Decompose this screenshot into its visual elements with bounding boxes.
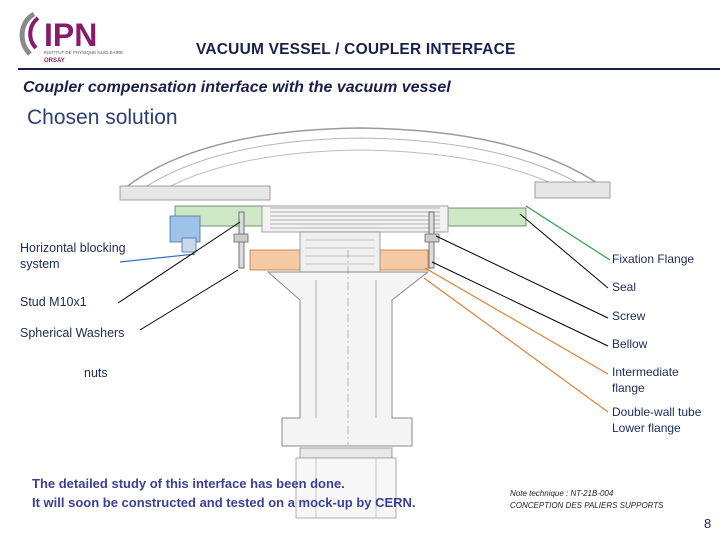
label-horizontal-blocking: Horizontal blocking system bbox=[20, 240, 126, 272]
conclusion-line2: It will soon be constructed and tested o… bbox=[32, 495, 416, 510]
label-spherical-washers: Spherical Washers bbox=[20, 326, 125, 340]
cad-section-view bbox=[117, 127, 611, 519]
label-stud: Stud M10x1 bbox=[20, 295, 87, 309]
label-horizontal-blocking-line1: Horizontal blocking bbox=[20, 241, 126, 255]
leader-intermediate-flange bbox=[424, 267, 609, 375]
leader-fixation-flange bbox=[525, 205, 611, 261]
label-double-wall-tube: Double-wall tube Lower flange bbox=[612, 404, 701, 436]
leader-bellow bbox=[431, 261, 609, 347]
conclusion-text: The detailed study of this interface has… bbox=[32, 474, 416, 512]
slide-subtitle: Coupler compensation interface with the … bbox=[23, 79, 451, 96]
leader-stud bbox=[117, 221, 241, 304]
slide-title: VACUUM VESSEL / COUPLER INTERFACE bbox=[196, 41, 516, 58]
ipn-logo: IPN INSTITUT DE PHYSIQUE NUCLÉAIRE ORSAY bbox=[14, 8, 124, 64]
svg-text:INSTITUT DE PHYSIQUE NUCLÉAIRE: INSTITUT DE PHYSIQUE NUCLÉAIRE bbox=[44, 49, 123, 55]
label-intermediate-flange: Intermediate flange bbox=[612, 364, 679, 396]
note-line2: CONCEPTION DES PALIERS SUPPORTS bbox=[510, 501, 664, 510]
leader-seal bbox=[519, 213, 609, 289]
page-number: 8 bbox=[704, 516, 712, 531]
label-seal: Seal bbox=[612, 280, 637, 294]
label-intermediate-line1: Intermediate bbox=[612, 365, 679, 379]
label-nuts: nuts bbox=[84, 366, 108, 380]
label-bellow: Bellow bbox=[612, 337, 648, 351]
conclusion-line1: The detailed study of this interface has… bbox=[32, 476, 345, 491]
label-fixation-flange: Fixation Flange bbox=[612, 252, 695, 266]
svg-text:ORSAY: ORSAY bbox=[44, 58, 65, 64]
label-horizontal-blocking-line2: system bbox=[20, 257, 60, 271]
leader-screw bbox=[435, 235, 609, 319]
svg-text:IPN: IPN bbox=[44, 17, 97, 53]
title-divider bbox=[18, 68, 720, 70]
label-double-wall-line2: Lower flange bbox=[612, 421, 681, 435]
section-heading: Chosen solution bbox=[27, 106, 178, 129]
label-screw: Screw bbox=[612, 309, 646, 323]
technical-note-reference: Note technique : NT-21B-004 CONCEPTION D… bbox=[510, 488, 664, 512]
label-double-wall-line1: Double-wall tube bbox=[612, 405, 702, 419]
note-line1: Note technique : NT-21B-004 bbox=[510, 489, 614, 498]
ipn-logo-graphic: IPN INSTITUT DE PHYSIQUE NUCLÉAIRE ORSAY bbox=[19, 11, 123, 64]
leader-spherical-washers bbox=[139, 269, 239, 331]
leader-horizontal-blocking bbox=[119, 253, 196, 263]
coupler-interface-drawing bbox=[0, 120, 720, 540]
label-intermediate-line2: flange bbox=[612, 381, 645, 395]
leader-double-wall-tube bbox=[423, 277, 609, 413]
